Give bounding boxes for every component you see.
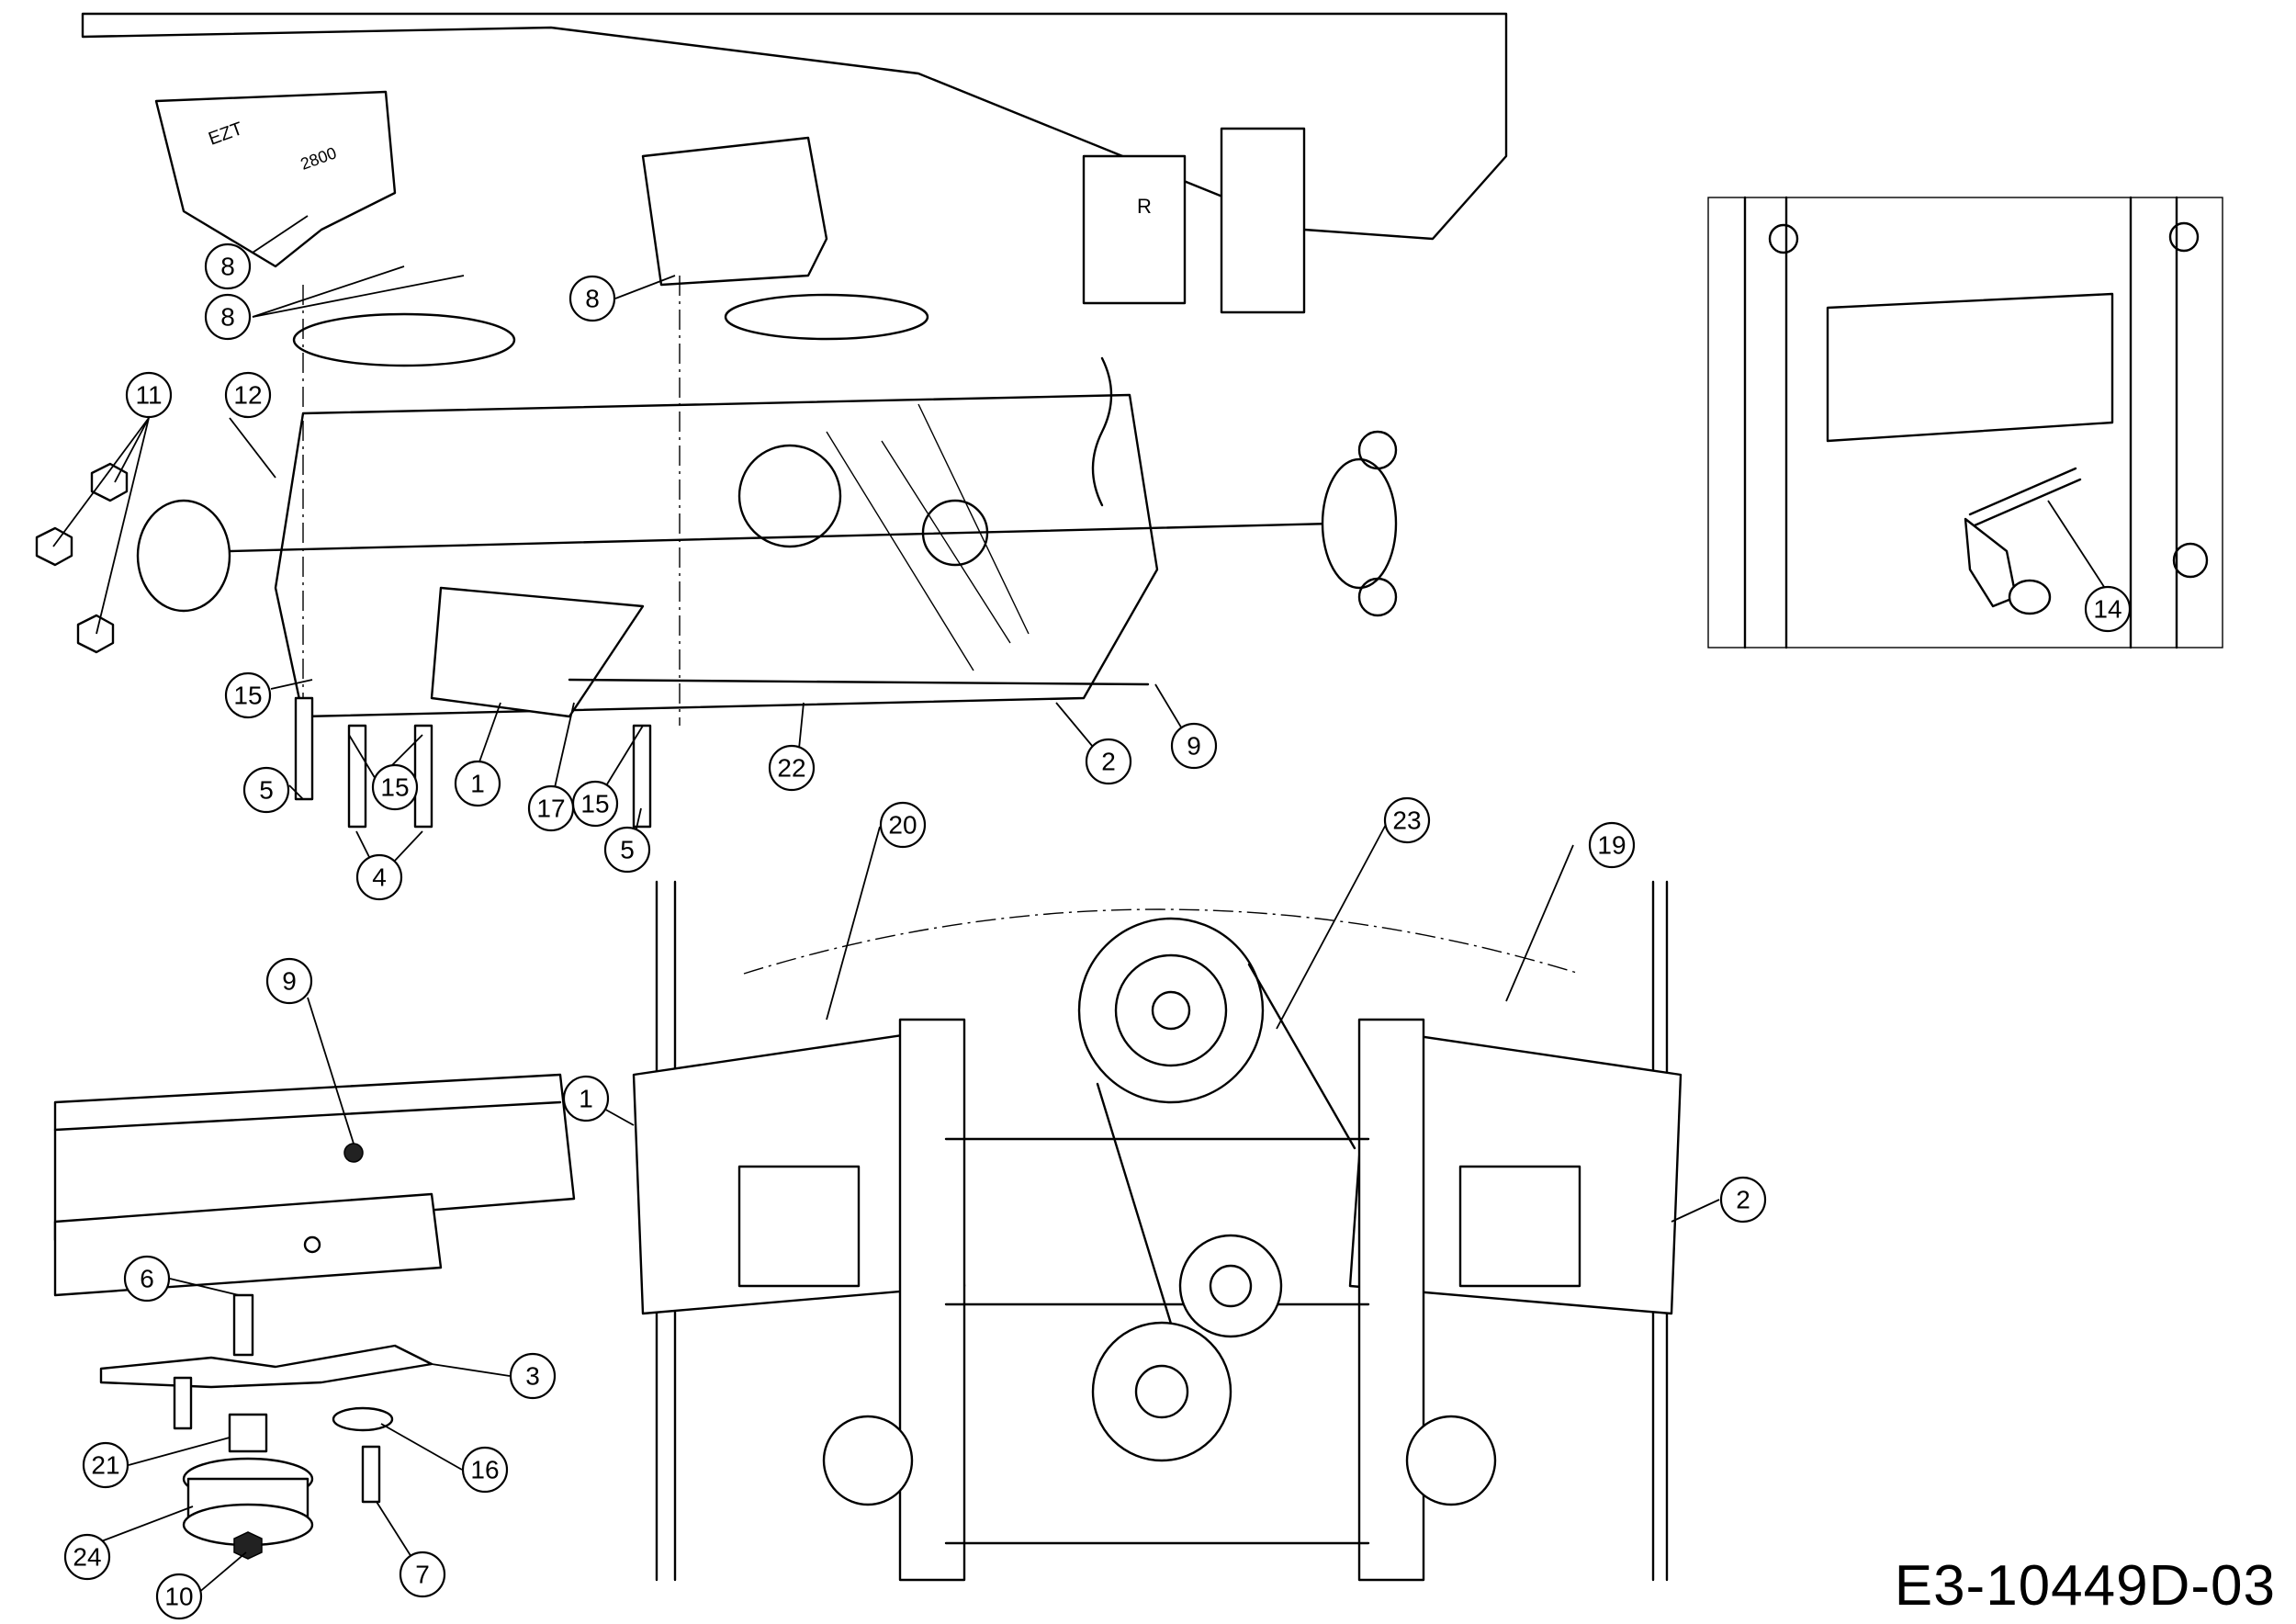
- callout-15-left: 15: [224, 671, 272, 719]
- callout-2-top: 2: [1085, 738, 1132, 785]
- inset-frame-view: [1707, 196, 2223, 649]
- svg-text:5: 5: [259, 776, 274, 805]
- svg-text:7: 7: [415, 1561, 430, 1589]
- svg-text:1: 1: [470, 770, 485, 798]
- callout-5-right: 5: [603, 826, 651, 874]
- svg-text:15: 15: [580, 790, 609, 818]
- callout-20: 20: [879, 801, 927, 849]
- svg-text:9: 9: [1187, 732, 1201, 761]
- callout-12: 12: [224, 371, 272, 419]
- svg-text:22: 22: [777, 754, 805, 783]
- svg-text:2: 2: [1736, 1186, 1750, 1214]
- callout-15-right: 15: [571, 780, 619, 828]
- svg-text:16: 16: [470, 1456, 499, 1484]
- callout-5-left: 5: [242, 766, 290, 814]
- svg-text:17: 17: [536, 795, 565, 823]
- upper-frame: EZT 2800 R: [81, 12, 1508, 314]
- callout-9-lower: 9: [265, 957, 313, 1005]
- svg-text:1: 1: [579, 1085, 593, 1113]
- callout-17: 17: [527, 784, 575, 832]
- callout-15-center: 15: [371, 763, 419, 811]
- svg-text:24: 24: [73, 1543, 101, 1572]
- svg-text:5: 5: [620, 836, 635, 864]
- svg-text:9: 9: [282, 967, 297, 996]
- svg-text:23: 23: [1392, 806, 1421, 835]
- document-code: E3-10449D-03: [1894, 1554, 2276, 1618]
- svg-text:6: 6: [140, 1265, 154, 1293]
- callout-2-lower: 2: [1719, 1176, 1767, 1224]
- hardware-fasteners-top: [35, 276, 681, 829]
- callout-1-top: 1: [454, 760, 501, 807]
- callout-4: 4: [355, 853, 403, 901]
- callout-1-lower: 1: [562, 1075, 610, 1122]
- callout-16: 16: [461, 1446, 509, 1494]
- underside-view: [632, 880, 1683, 1582]
- svg-text:3: 3: [525, 1362, 540, 1391]
- svg-text:2: 2: [1101, 748, 1116, 776]
- callout-22: 22: [768, 744, 816, 792]
- svg-text:21: 21: [91, 1451, 119, 1480]
- callout-19: 19: [1588, 821, 1636, 869]
- svg-text:19: 19: [1597, 831, 1626, 860]
- idler-bracket-detail: [53, 1073, 576, 1560]
- svg-text:4: 4: [372, 863, 387, 892]
- transaxle-body: [136, 293, 1398, 718]
- callout-8-middle: 8: [204, 293, 252, 341]
- callout-8-upper: 8: [204, 242, 252, 290]
- svg-text:14: 14: [2093, 595, 2122, 624]
- svg-text:11: 11: [135, 381, 162, 410]
- svg-text:20: 20: [888, 811, 917, 840]
- callout-21: 21: [82, 1441, 129, 1489]
- callout-6: 6: [123, 1255, 171, 1303]
- svg-text:12: 12: [233, 381, 262, 410]
- callout-11: 11: [125, 371, 173, 419]
- callout-3: 3: [509, 1352, 557, 1400]
- callout-10: 10: [155, 1573, 203, 1620]
- callout-24: 24: [63, 1533, 111, 1581]
- callout-9-top: 9: [1170, 722, 1218, 770]
- svg-text:10: 10: [164, 1583, 193, 1611]
- callout-14: 14: [2084, 585, 2132, 633]
- svg-text:8: 8: [220, 253, 235, 281]
- callout-7: 7: [399, 1551, 446, 1598]
- reverse-mark-text: R: [1137, 195, 1152, 218]
- svg-text:8: 8: [585, 285, 600, 313]
- callout-23: 23: [1383, 796, 1431, 844]
- svg-text:8: 8: [220, 303, 235, 332]
- svg-text:15: 15: [233, 682, 262, 710]
- callout-8-right: 8: [568, 275, 616, 322]
- svg-text:15: 15: [380, 773, 409, 802]
